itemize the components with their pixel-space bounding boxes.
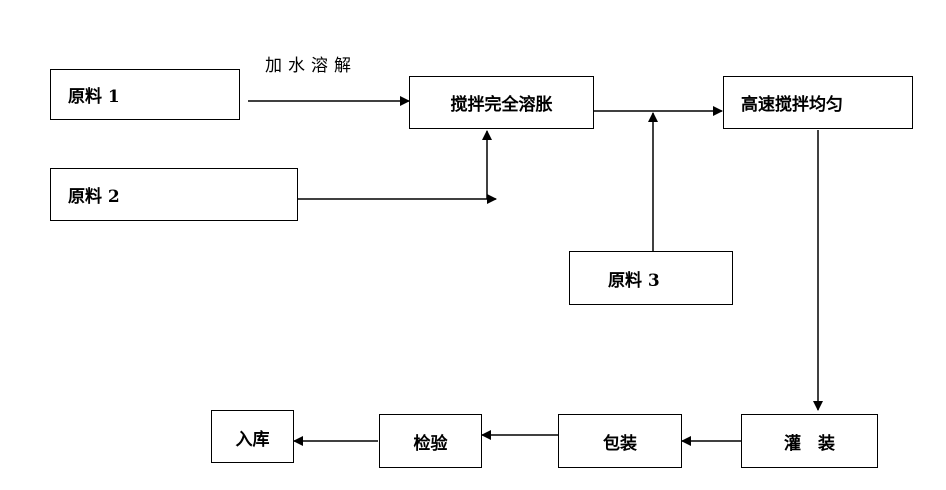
node-raw3: 原料 3 bbox=[569, 251, 733, 305]
node-raw1: 原料 1 bbox=[50, 69, 240, 120]
node-raw2-label: 原料 2 bbox=[68, 187, 120, 207]
node-pack-label: 包装 bbox=[603, 433, 637, 454]
node-dissolve: 搅拌完全溶胀 bbox=[409, 76, 594, 129]
node-dissolve-label: 搅拌完全溶胀 bbox=[450, 95, 553, 115]
node-fill: 灌 装 bbox=[741, 414, 878, 468]
node-mix-label: 高速搅拌均匀 bbox=[741, 95, 843, 115]
node-fill-label: 灌 装 bbox=[784, 433, 835, 454]
node-inspect-label: 检验 bbox=[413, 433, 448, 454]
node-store: 入库 bbox=[211, 410, 294, 463]
node-inspect: 检验 bbox=[379, 414, 482, 468]
node-mix: 高速搅拌均匀 bbox=[723, 76, 913, 129]
node-raw3-label: 原料 3 bbox=[608, 270, 660, 291]
node-store-label: 入库 bbox=[235, 430, 270, 450]
water-dissolve-label: 加水溶解 bbox=[265, 56, 357, 76]
node-pack: 包装 bbox=[558, 414, 682, 468]
water-dissolve-annotation: 加水溶解 bbox=[265, 51, 357, 76]
node-raw1-label: 原料 1 bbox=[68, 87, 120, 107]
node-raw2: 原料 2 bbox=[50, 168, 298, 221]
